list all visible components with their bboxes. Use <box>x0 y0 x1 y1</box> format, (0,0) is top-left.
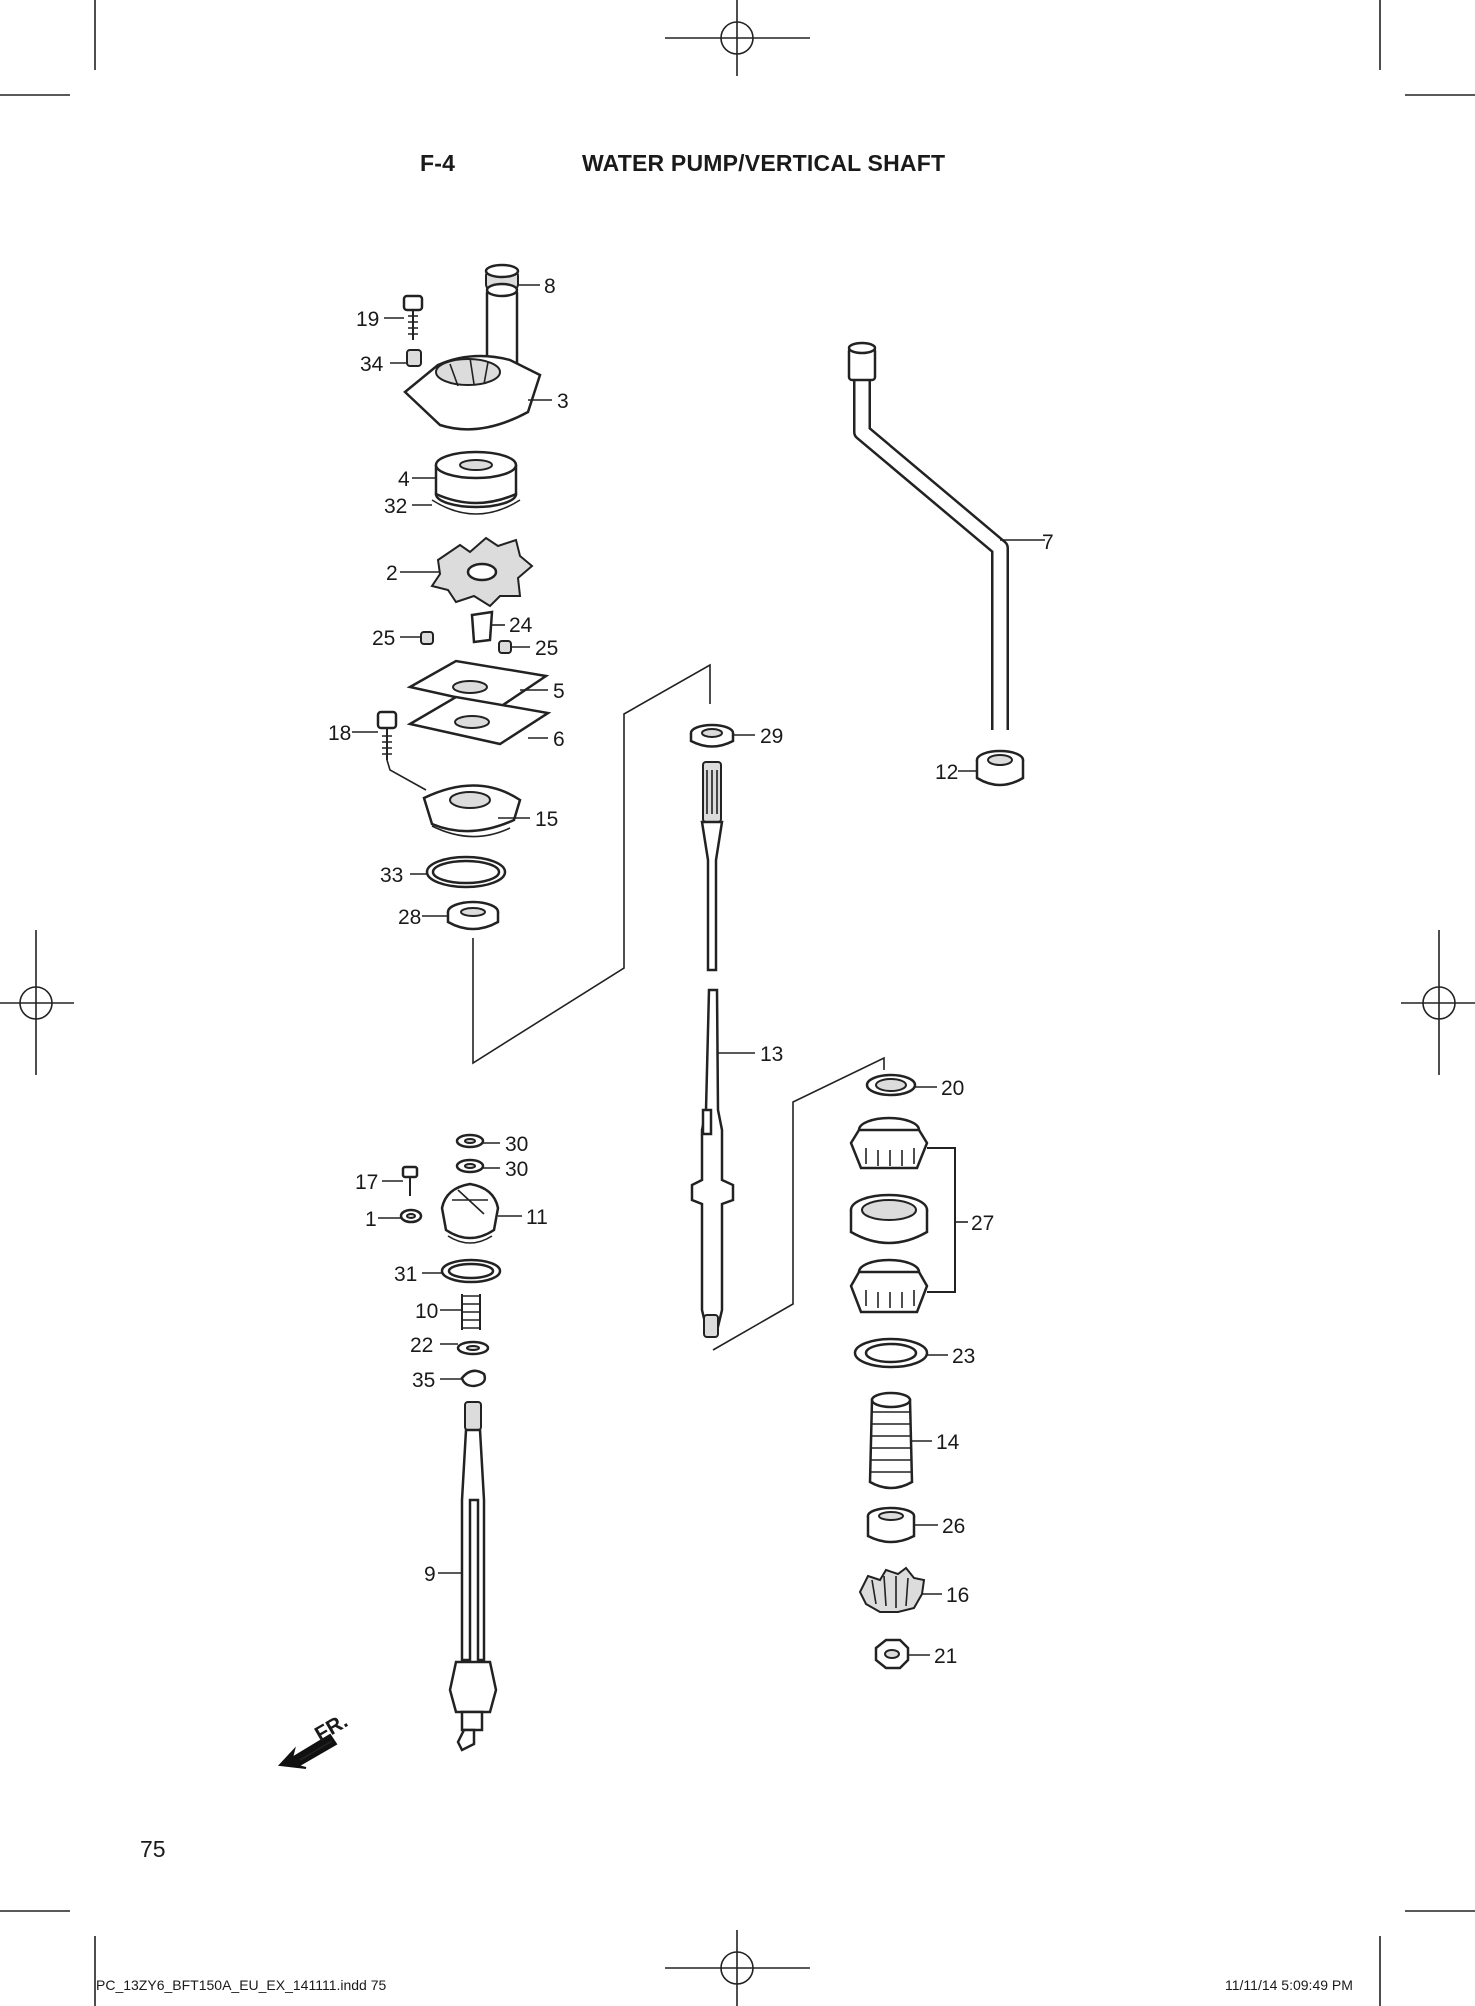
part-31-o-ring <box>440 1258 502 1284</box>
assembly-line-gears <box>712 1056 885 1351</box>
callout-10: 10 <box>415 1300 438 1323</box>
page-number: 75 <box>140 1836 166 1862</box>
front-direction-label: FR. <box>311 1709 352 1746</box>
callout-numbers: 8 19 34 3 4 32 2 7 25 24 25 5 6 18 29 12… <box>328 275 1054 1668</box>
callout-24: 24 <box>509 614 533 637</box>
part-21-nut <box>874 1638 910 1670</box>
callout-8: 8 <box>544 275 556 298</box>
callout-30-upper: 30 <box>505 1133 528 1156</box>
callout-25-left: 25 <box>372 627 395 650</box>
part-28-oil-seal <box>446 900 500 931</box>
part-26-bearing <box>866 1506 916 1544</box>
callout-27: 27 <box>971 1212 994 1235</box>
part-25-pin-right <box>498 640 512 654</box>
part-24-key <box>470 610 494 644</box>
callout-7: 7 <box>1042 531 1054 554</box>
part-10-spring <box>461 1294 481 1330</box>
callout-29: 29 <box>760 725 783 748</box>
callout-18: 18 <box>328 722 351 745</box>
part-9-shift-rod <box>448 1401 498 1752</box>
part-27-bearing <box>849 1116 956 1314</box>
part-4-pump-liner <box>434 450 518 509</box>
callout-14: 14 <box>936 1431 960 1454</box>
callout-9: 9 <box>424 1563 436 1586</box>
callout-16: 16 <box>946 1584 969 1607</box>
callout-25-right: 25 <box>535 637 558 660</box>
part-34-collar <box>406 349 422 367</box>
part-29-oil-seal <box>689 723 735 748</box>
part-16-pinion-gear <box>858 1566 926 1613</box>
part-11-guide <box>440 1182 500 1244</box>
callout-23: 23 <box>952 1345 975 1368</box>
part-33-o-ring <box>425 855 507 889</box>
callout-28: 28 <box>398 906 421 929</box>
part-7-water-tube <box>847 341 1009 730</box>
callout-1: 1 <box>365 1208 377 1231</box>
part-30-washer-b <box>455 1158 485 1174</box>
callout-21: 21 <box>934 1645 957 1668</box>
callout-13: 13 <box>760 1043 783 1066</box>
part-3-pump-case <box>403 282 542 431</box>
part-30-washer-a <box>455 1133 485 1149</box>
callout-11: 11 <box>526 1206 548 1229</box>
part-19-bolt <box>402 294 424 340</box>
front-direction-arrow: FR. <box>277 1709 352 1769</box>
callout-30-lower: 30 <box>505 1158 528 1181</box>
callout-17: 17 <box>355 1171 378 1194</box>
registration-mark-bottom <box>665 1930 810 2006</box>
callout-2: 2 <box>386 562 398 585</box>
callout-3: 3 <box>557 390 569 413</box>
registration-mark-left <box>0 930 74 1075</box>
part-18-bolt <box>376 710 427 791</box>
registration-mark-top <box>665 0 810 76</box>
part-23-shim <box>853 1337 929 1369</box>
callout-34: 34 <box>360 353 384 376</box>
part-22-washer <box>456 1340 490 1356</box>
callout-6: 6 <box>553 728 565 751</box>
assembly-line-pump <box>472 663 711 1065</box>
part-35-clip <box>460 1369 487 1388</box>
callout-leaders <box>352 284 1045 1656</box>
callout-20: 20 <box>941 1077 964 1100</box>
part-12-grommet <box>975 749 1025 787</box>
part-14-spring <box>868 1391 914 1490</box>
callout-22: 22 <box>410 1334 433 1357</box>
section-title: WATER PUMP/VERTICAL SHAFT <box>582 150 946 176</box>
callout-32: 32 <box>384 495 407 518</box>
registration-mark-right <box>1401 930 1475 1075</box>
callout-19: 19 <box>356 308 379 331</box>
callout-35: 35 <box>412 1369 435 1392</box>
callout-4: 4 <box>398 468 410 491</box>
part-32-gasket <box>431 499 521 515</box>
part-13-drive-shaft <box>690 761 735 1338</box>
callout-33: 33 <box>380 864 403 887</box>
part-1-washer <box>399 1208 423 1224</box>
callout-12: 12 <box>935 761 958 784</box>
footer-file-info: PC_13ZY6_BFT150A_EU_EX_141111.indd 75 <box>96 1977 387 1993</box>
callout-31: 31 <box>394 1263 417 1286</box>
callout-5: 5 <box>553 680 565 703</box>
part-15-pump-case-lower <box>422 784 522 838</box>
footer-timestamp: 11/11/14 5:09:49 PM <box>1225 1977 1353 1993</box>
callout-26: 26 <box>942 1515 965 1538</box>
callout-15: 15 <box>535 808 558 831</box>
part-25-pin-left <box>420 631 434 645</box>
part-2-impeller <box>430 536 534 608</box>
section-code: F-4 <box>420 150 456 176</box>
part-6-gasket <box>406 695 552 746</box>
part-20-shim <box>865 1073 917 1097</box>
part-17-bolt <box>401 1165 419 1196</box>
